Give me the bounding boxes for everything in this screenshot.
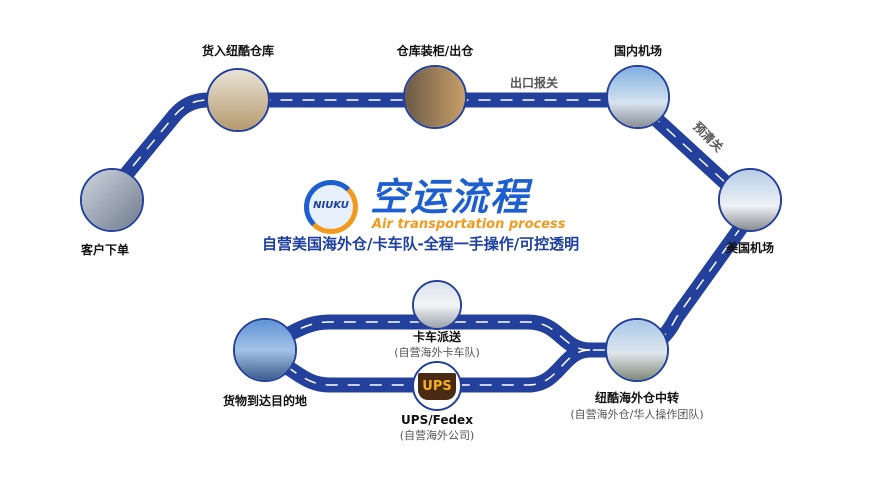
page-title: 空运流程	[370, 175, 531, 219]
niuku-logo: NIUKU	[304, 180, 358, 234]
warehouse-inbound-photo	[206, 68, 270, 132]
ups-logo: UPS	[412, 361, 462, 411]
step-label-us-airport: 美国机场	[725, 241, 775, 255]
step-sub-ups: (自营海外公司)	[399, 429, 475, 442]
slogan: 自营美国海外仓/卡车队-全程一手操作/可控透明	[262, 235, 580, 253]
step-label-destination: 货物到达目的地	[222, 394, 308, 408]
destination-city-photo	[233, 318, 297, 382]
container-loading-photo	[403, 65, 467, 129]
domestic-airport-photo	[606, 65, 670, 129]
overseas-warehouse-photo	[605, 318, 669, 382]
road-label-export: 出口报关	[510, 76, 559, 90]
step-sub-truck: (自营海外卡车队)	[394, 346, 480, 359]
customer-order-photo	[80, 168, 144, 232]
page-title-en: Air transportation process	[372, 217, 566, 232]
step-label-domestic-airport: 国内机场	[613, 44, 663, 58]
us-airport-photo	[718, 168, 782, 232]
truck-photo	[412, 280, 462, 330]
step-label-order: 客户下单	[80, 243, 130, 257]
step-label-ups: UPS/Fedex	[401, 413, 473, 427]
step-label-loading: 仓库装柜/出仓	[396, 44, 474, 58]
step-label-truck: 卡车派送	[412, 330, 462, 344]
step-sub-overseas-warehouse: (自营海外仓/华人操作团队)	[570, 408, 704, 421]
step-label-overseas-warehouse: 纽酷海外仓中转	[594, 391, 680, 405]
step-label-warehouse-in: 货入纽酷仓库	[201, 44, 275, 58]
